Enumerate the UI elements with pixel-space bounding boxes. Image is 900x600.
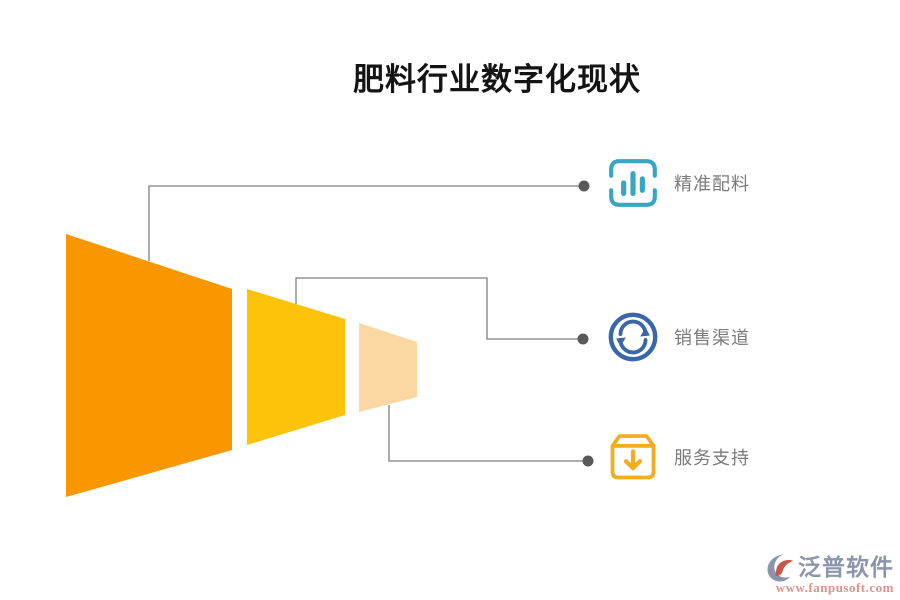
brand-url: www.fanpusoft.com <box>775 580 894 595</box>
bar-chart-icon <box>606 156 660 210</box>
brand-name: 泛普软件 <box>798 555 894 581</box>
funnel-stage-3 <box>359 323 417 412</box>
package-download-icon <box>606 430 660 484</box>
legend-label: 精准配料 <box>674 174 750 194</box>
legend-item-service-support: 服务支持 <box>606 430 750 484</box>
connector-dot-3 <box>582 455 594 467</box>
legend-item-sales-channels: 销售渠道 <box>606 310 750 364</box>
connector-dots <box>577 180 594 467</box>
funnel-stage-1 <box>66 234 232 497</box>
fanpu-logo-icon <box>766 554 796 582</box>
connector-dot-2 <box>577 333 589 345</box>
sync-icon <box>606 310 660 364</box>
legend-label: 服务支持 <box>674 448 750 468</box>
legend-item-precise-batching: 精准配料 <box>606 156 750 210</box>
connector-dot-1 <box>578 180 590 192</box>
page-title: 肥料行业数字化现状 <box>353 62 641 97</box>
connector-lines <box>148 185 583 462</box>
connector-line-1 <box>148 185 579 261</box>
funnel-stage-2 <box>247 289 345 445</box>
brand-footer: 泛普软件 www.fanpusoft.com <box>766 554 894 596</box>
connector-line-2 <box>295 277 578 340</box>
connector-line-3 <box>388 405 583 462</box>
legend-label: 销售渠道 <box>674 328 750 348</box>
